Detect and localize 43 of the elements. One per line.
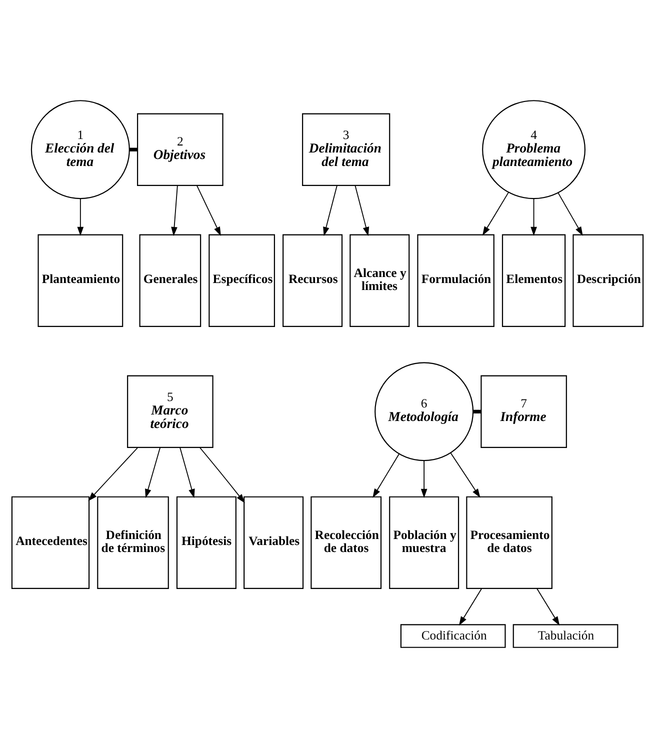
node-circle: 1 Elección del tema <box>30 100 130 199</box>
node-box: Planteamiento <box>38 234 124 326</box>
arrow <box>199 446 245 503</box>
arrow <box>530 198 537 236</box>
arrow <box>171 184 178 236</box>
node-box: Población y muestra <box>389 496 460 588</box>
node-box: 2 Objetivos <box>137 112 224 186</box>
node-box: 7 Informe <box>480 374 567 448</box>
node-box: Recolección de datos <box>310 496 382 588</box>
node-circle: 4 Problema planteamiento <box>482 100 586 199</box>
node-box: Tabulación <box>512 624 618 648</box>
arrow <box>196 184 221 236</box>
arrow <box>558 192 583 236</box>
node-box: Generales <box>139 234 202 326</box>
arrow <box>323 184 338 236</box>
arrow <box>180 446 195 498</box>
node-box: 5 Marco teórico <box>127 374 214 448</box>
node-box: Definición de términos <box>97 496 169 588</box>
node-box: Recursos <box>282 234 343 326</box>
arrow <box>450 452 480 498</box>
arrow <box>482 192 509 236</box>
node-box: Hipótesis <box>176 496 236 588</box>
node-box: Procesamiento de datos <box>466 496 552 588</box>
node-box: Específicos <box>208 234 275 326</box>
node-box: Variables <box>244 496 304 588</box>
connector <box>473 409 482 413</box>
node-box: Elementos <box>502 234 566 326</box>
node-box: Formulación <box>417 234 494 326</box>
arrow <box>420 460 428 498</box>
node-box: 3 Delimitación del tema <box>302 112 390 186</box>
arrow <box>354 184 370 236</box>
node-box: Descripción <box>572 234 644 326</box>
arrow <box>372 453 400 498</box>
arrow <box>145 446 161 498</box>
node-box: Codificación <box>400 624 506 648</box>
node-box: Antecedentes <box>11 496 90 588</box>
arrow <box>77 198 84 236</box>
node-box: Alcance y límites <box>350 234 410 326</box>
arrow <box>88 446 138 501</box>
arrow <box>458 588 482 626</box>
arrow <box>536 588 560 626</box>
node-circle: 6 Metodología <box>374 362 474 461</box>
connector <box>130 147 138 151</box>
